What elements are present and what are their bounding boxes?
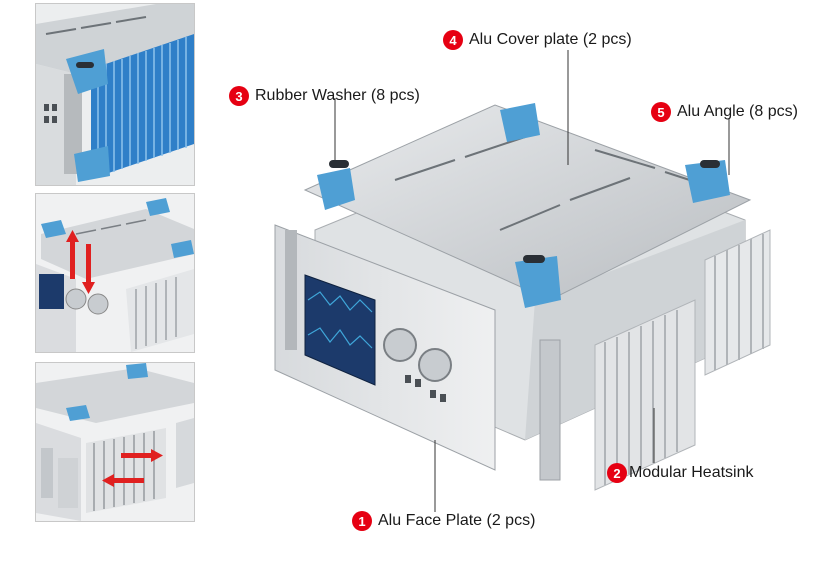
- detail-thumbnail-cover-removal: [35, 193, 195, 353]
- callout-number-badge: 2: [607, 463, 627, 483]
- exploded-view-illustration: [205, 0, 830, 564]
- callout-number-badge: 4: [443, 30, 463, 50]
- callout-number-badge: 5: [651, 102, 671, 122]
- callout-alu-angle: 5 Alu Angle (8 pcs): [651, 102, 798, 122]
- callout-label: Alu Angle (8 pcs): [677, 103, 798, 120]
- detail-thumbnail-heatsink: [35, 3, 195, 186]
- callout-rubber-washer: 3 Rubber Washer (8 pcs): [229, 86, 420, 106]
- detail-thumbnail-heatsink-slide: [35, 362, 195, 522]
- callout-alu-face-plate: 1 Alu Face Plate (2 pcs): [352, 511, 535, 531]
- callout-alu-cover-plate: 4 Alu Cover plate (2 pcs): [443, 30, 632, 50]
- callout-number-badge: 1: [352, 511, 372, 531]
- callout-number-badge: 3: [229, 86, 249, 106]
- callout-modular-heatsink: 2 Modular Heatsink: [607, 463, 754, 483]
- callout-label: Rubber Washer (8 pcs): [255, 87, 420, 104]
- callout-label: Alu Cover plate (2 pcs): [469, 31, 632, 48]
- callout-label: Alu Face Plate (2 pcs): [378, 512, 536, 529]
- callout-label: Modular Heatsink: [629, 464, 754, 481]
